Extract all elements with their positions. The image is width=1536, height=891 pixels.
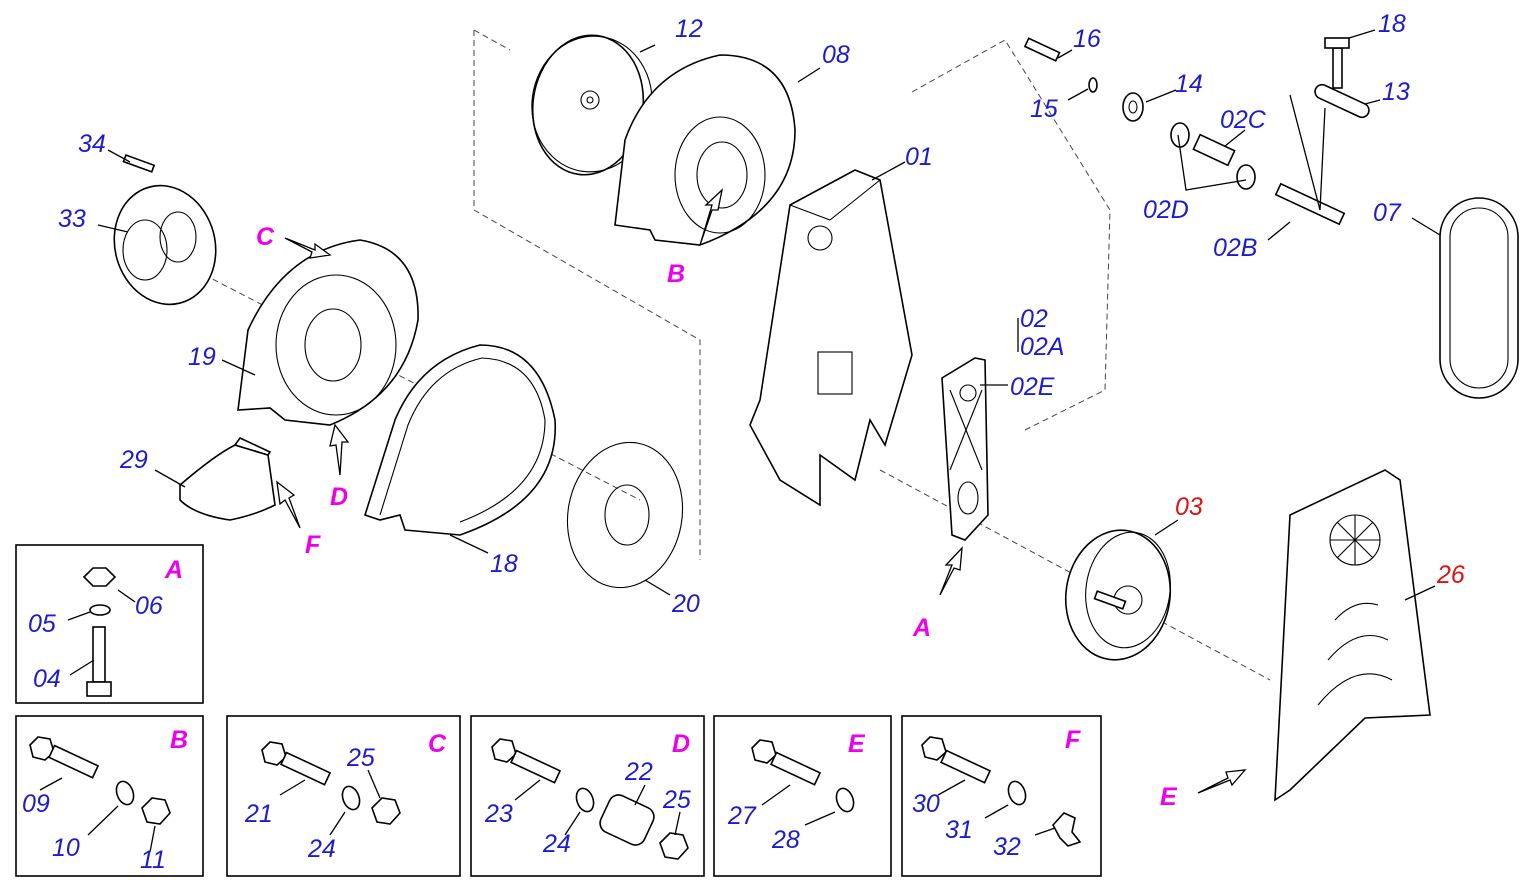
label-19: 19 [188,343,216,371]
detail-e-label-27: 27 [727,802,757,830]
part-29-duct-elbow [179,436,276,521]
detail-d-label-23: 23 [484,800,513,828]
label-02d: 02D [1143,196,1189,224]
detail-c-label-24: 24 [307,835,336,863]
label-02e: 02E [1010,373,1055,401]
view-letter-d: D [330,483,348,511]
part-33-end-cap [113,184,217,306]
part-number-labels: 12 08 01 16 18 15 14 13 02C 02D 02B 07 3… [58,10,1410,618]
view-letter-f: F [305,531,321,559]
part-08-housing-plate [614,54,796,246]
detail-d-label-24: 24 [542,830,571,858]
view-b-arrow [699,188,724,246]
label-02a: 02A [1020,333,1064,361]
detail-a-label-06: 06 [135,592,163,620]
part-18-ring-band [364,344,556,536]
detail-b-label-10: 10 [52,834,80,862]
view-f-arrow [276,480,301,529]
detail-a-label-04: 04 [33,665,61,693]
part-01-main-frame [749,169,913,507]
detail-e-label-28: 28 [771,826,800,854]
label-18: 18 [490,550,518,578]
view-d-arrow [329,423,350,476]
view-letter-b: B [667,260,685,288]
shaft-assembly [1023,37,1370,226]
detail-c-label-25: 25 [346,744,375,772]
view-e-arrow [1197,769,1247,794]
label-15: 15 [1030,95,1058,123]
label-02b: 02B [1213,234,1257,262]
label-18-top: 18 [1378,10,1406,38]
label-16: 16 [1073,25,1101,53]
view-letters: B C D F A E [256,223,1178,811]
view-letter-c: C [256,223,275,251]
label-13: 13 [1382,78,1410,106]
detail-box-d: D 23 22 25 24 [470,715,705,877]
label-08: 08 [822,41,850,69]
detail-b-label-11: 11 [140,846,166,874]
label-33: 33 [58,205,86,233]
label-03: 03 [1175,493,1203,521]
detail-box-a: A 06 05 04 [15,544,204,704]
label-14: 14 [1175,70,1203,98]
part-07-belt [1439,197,1519,399]
detail-a-label-05: 05 [28,610,56,638]
detail-box-c: C 21 25 24 [226,715,461,877]
label-02c: 02C [1220,106,1267,134]
detail-box-e: E 27 28 [713,715,892,877]
detail-box-f: F 30 31 32 [901,715,1102,877]
view-letter-e: E [1160,783,1178,811]
detail-f-label-32: 32 [993,833,1021,861]
detail-d-label-22: 22 [624,758,653,786]
label-29: 29 [119,446,148,474]
detail-d-label-25: 25 [662,786,691,814]
part-02-support-post [941,357,989,541]
part-26-guard [1274,469,1431,802]
view-letter-a: A [912,614,931,642]
detail-f-label-30: 30 [912,790,940,818]
part-20-gasket [566,441,684,589]
detail-f-title: F [1065,726,1081,754]
view-c-arrow [284,237,332,259]
detail-e-title: E [848,730,866,758]
label-01: 01 [905,143,933,171]
detail-a-title: A [164,556,183,584]
detail-d-title: D [672,730,690,758]
part-34-pin [122,154,156,173]
leader-lines [97,29,1441,601]
label-26: 26 [1436,561,1465,589]
label-20: 20 [671,590,700,618]
label-34: 34 [78,130,106,158]
detail-b-title: B [170,726,188,754]
detail-box-b: B 09 10 11 [15,715,204,877]
detail-b-label-09: 09 [22,790,50,818]
view-a-arrow [939,546,963,596]
detail-c-label-21: 21 [244,800,273,828]
label-02: 02 [1020,305,1048,333]
label-07: 07 [1373,199,1402,227]
part-19-front-housing [237,239,419,426]
detail-c-title: C [428,730,447,758]
detail-f-label-31: 31 [945,816,973,844]
part-03-wheel [1064,529,1172,661]
label-12: 12 [675,15,703,43]
red-part-labels: 03 26 [1175,493,1465,589]
